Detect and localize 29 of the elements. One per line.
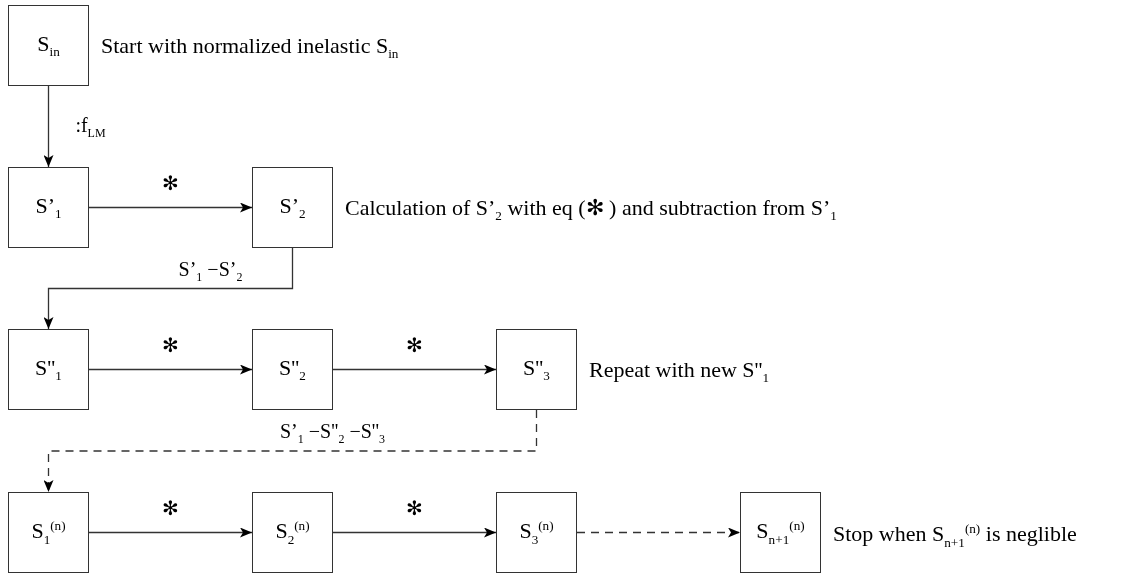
symbol-label: S''$_{2}$	[279, 354, 306, 385]
symbol-label: S''$_{1}$	[35, 354, 62, 385]
process-box	[740, 492, 821, 573]
arrow	[43, 247, 294, 330]
arrow	[88, 364, 253, 375]
process-box	[252, 492, 333, 573]
step-description: Start with normalized inelastic S$_{in}$	[101, 34, 399, 61]
process-box	[496, 492, 577, 573]
process-box	[8, 5, 89, 86]
process-box	[252, 329, 333, 410]
arrow	[332, 364, 497, 375]
symbol-label: S$_{in}$	[37, 30, 60, 61]
process-box	[496, 329, 577, 410]
arrow	[332, 527, 497, 538]
process-box	[8, 329, 89, 410]
process-box	[252, 167, 333, 248]
arrow	[576, 527, 741, 538]
arrow	[88, 527, 253, 538]
process-box	[8, 167, 89, 248]
arrow	[88, 202, 253, 213]
step-description: Stop when S$_{n+1}$$^{(n)}$ is neglible	[833, 521, 1077, 549]
step-description: Calculation of S’$_{2}$ with eq (✻ ) and subtraction from S’$_{1}$	[345, 196, 837, 223]
symbol-label: S’$_{1}$	[35, 192, 62, 223]
symbol-label: S''$_{3}$	[523, 354, 550, 385]
symbol-label: S’$_{2}$	[279, 192, 306, 223]
arrow	[43, 409, 538, 493]
arrow	[43, 85, 54, 168]
step-description: Repeat with new S''$_{1}$	[589, 358, 770, 385]
process-box	[8, 492, 89, 573]
